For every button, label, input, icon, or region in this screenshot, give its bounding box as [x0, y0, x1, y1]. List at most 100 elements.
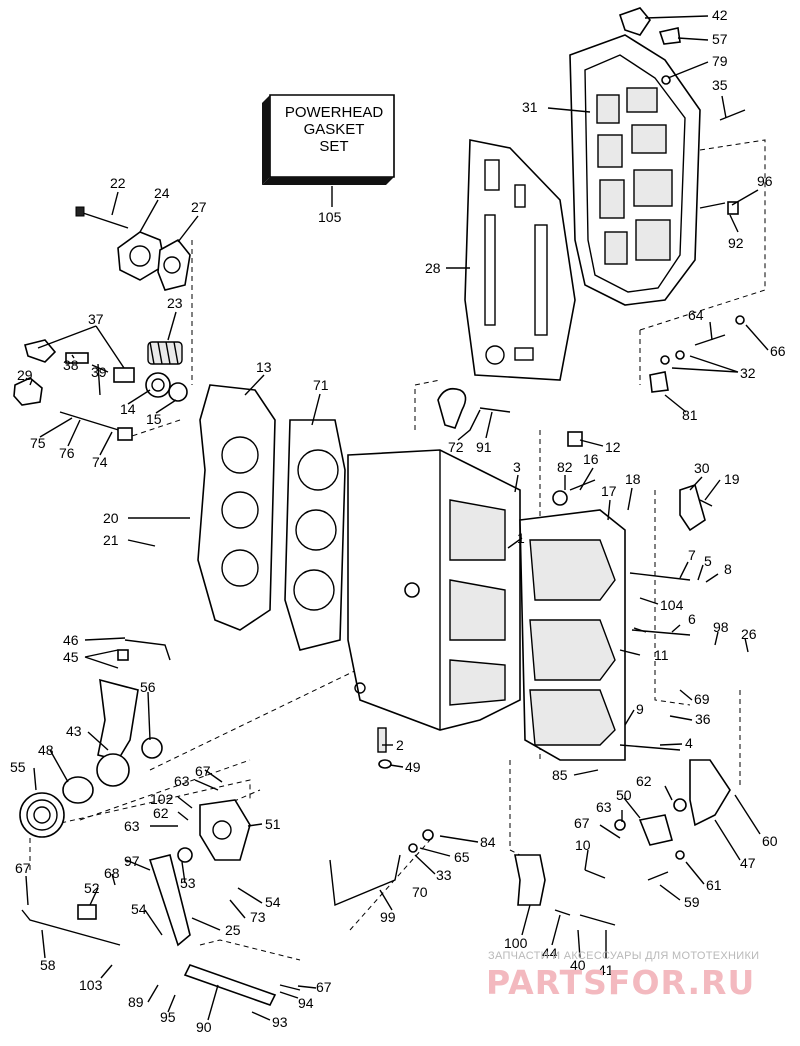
- callout-55: 55: [10, 759, 26, 775]
- callout-69: 69: [694, 691, 710, 707]
- callout-44: 44: [542, 945, 558, 961]
- callout-99: 99: [380, 909, 396, 925]
- callout-97: 97: [124, 853, 140, 869]
- callout-65: 65: [454, 849, 470, 865]
- callout-67c: 67: [15, 860, 31, 876]
- callout-49: 49: [405, 759, 421, 775]
- watermark-logo: PARTSFOR.RU: [486, 963, 756, 1002]
- timer-base: [199, 799, 251, 861]
- gasket-set-line1: POWERHEAD: [284, 104, 384, 121]
- callout-54b: 54: [131, 901, 147, 917]
- gasket-set-number: 105: [318, 209, 342, 225]
- callout-25: 25: [225, 922, 241, 938]
- callout-58: 58: [40, 957, 56, 973]
- callout-47: 47: [740, 855, 756, 871]
- throttle-lever: [148, 854, 191, 947]
- callout-27: 27: [191, 199, 207, 215]
- callout-48: 48: [38, 742, 54, 758]
- callout-17: 17: [601, 483, 617, 499]
- cover-gasket: [464, 139, 576, 381]
- callout-11: 11: [654, 647, 669, 663]
- gasket-set-label: POWERHEAD GASKET SET: [278, 104, 390, 155]
- cylinder-cover: [569, 34, 701, 306]
- callout-35: 35: [712, 77, 728, 93]
- callout-103: 103: [79, 977, 103, 993]
- callout-1: 1: [517, 530, 525, 546]
- callout-31: 31: [522, 99, 538, 115]
- callout-93: 93: [272, 1014, 288, 1030]
- callout-90: 90: [196, 1019, 212, 1035]
- callout-26: 26: [741, 626, 757, 642]
- callout-43: 43: [66, 723, 82, 739]
- callout-36: 36: [695, 711, 711, 727]
- callout-24: 24: [154, 185, 170, 201]
- callout-13: 13: [256, 359, 272, 375]
- callout-89: 89: [128, 994, 144, 1010]
- callout-21: 21: [103, 532, 119, 548]
- callout-2: 2: [396, 737, 404, 753]
- callout-32: 32: [740, 365, 756, 381]
- water-cover: [197, 384, 276, 631]
- callout-74: 74: [92, 454, 108, 470]
- callout-14: 14: [120, 401, 136, 417]
- callout-96: 96: [757, 173, 773, 189]
- callout-50: 50: [616, 787, 632, 803]
- callout-9: 9: [636, 701, 644, 717]
- callout-92: 92: [728, 235, 744, 251]
- callout-100: 100: [504, 935, 528, 951]
- callout-54a: 54: [265, 894, 281, 910]
- callout-63a: 63: [174, 773, 190, 789]
- callout-56: 56: [140, 679, 156, 695]
- callout-64: 64: [688, 307, 704, 323]
- callout-76: 76: [59, 445, 75, 461]
- callout-3: 3: [513, 459, 521, 475]
- callout-6: 6: [688, 611, 696, 627]
- callout-81: 81: [682, 407, 698, 423]
- callout-67d: 67: [316, 979, 332, 995]
- callout-20: 20: [103, 510, 119, 526]
- head-gasket: [284, 419, 346, 651]
- callout-23: 23: [167, 295, 183, 311]
- callout-59: 59: [684, 894, 700, 910]
- callout-102: 102: [150, 791, 174, 807]
- cylinder-block: [347, 449, 521, 731]
- callout-98: 98: [713, 619, 729, 635]
- callout-46: 46: [63, 632, 79, 648]
- crankcase: [519, 509, 626, 761]
- throttle-cam-arm: [97, 678, 139, 761]
- callout-79: 79: [712, 53, 728, 69]
- callout-7: 7: [688, 547, 696, 563]
- callout-51: 51: [265, 816, 281, 832]
- callout-61: 61: [706, 877, 722, 893]
- callout-33: 33: [436, 867, 452, 883]
- callout-38: 38: [63, 357, 79, 373]
- callout-63c: 63: [596, 799, 612, 815]
- callout-63b: 63: [124, 818, 140, 834]
- callout-30: 30: [694, 460, 710, 476]
- callout-68: 68: [104, 865, 120, 881]
- callout-94: 94: [298, 995, 314, 1011]
- callout-95: 95: [160, 1009, 176, 1025]
- callout-85: 85: [552, 767, 568, 783]
- callout-52: 52: [84, 880, 100, 896]
- watermark-caption: ЗАПЧАСТИ И АКСЕССУАРЫ ДЛЯ МОТОТЕХНИКИ: [488, 950, 760, 962]
- callout-15: 15: [146, 411, 162, 427]
- callout-4: 4: [685, 735, 693, 751]
- callout-67a: 67: [195, 763, 211, 779]
- callout-19: 19: [724, 471, 740, 487]
- callout-67b: 67: [574, 815, 590, 831]
- callout-82: 82: [557, 459, 573, 475]
- callout-60: 60: [762, 833, 778, 849]
- starter-spring: [19, 792, 65, 838]
- callout-39: 39: [91, 364, 107, 380]
- callout-22: 22: [110, 175, 126, 191]
- callout-70: 70: [412, 884, 428, 900]
- thermostat-gasket: [157, 238, 191, 291]
- callout-28: 28: [425, 260, 441, 276]
- callout-53: 53: [180, 875, 196, 891]
- callout-10: 10: [575, 837, 591, 853]
- callout-84: 84: [480, 834, 496, 850]
- callout-8: 8: [724, 561, 732, 577]
- callout-12: 12: [605, 439, 621, 455]
